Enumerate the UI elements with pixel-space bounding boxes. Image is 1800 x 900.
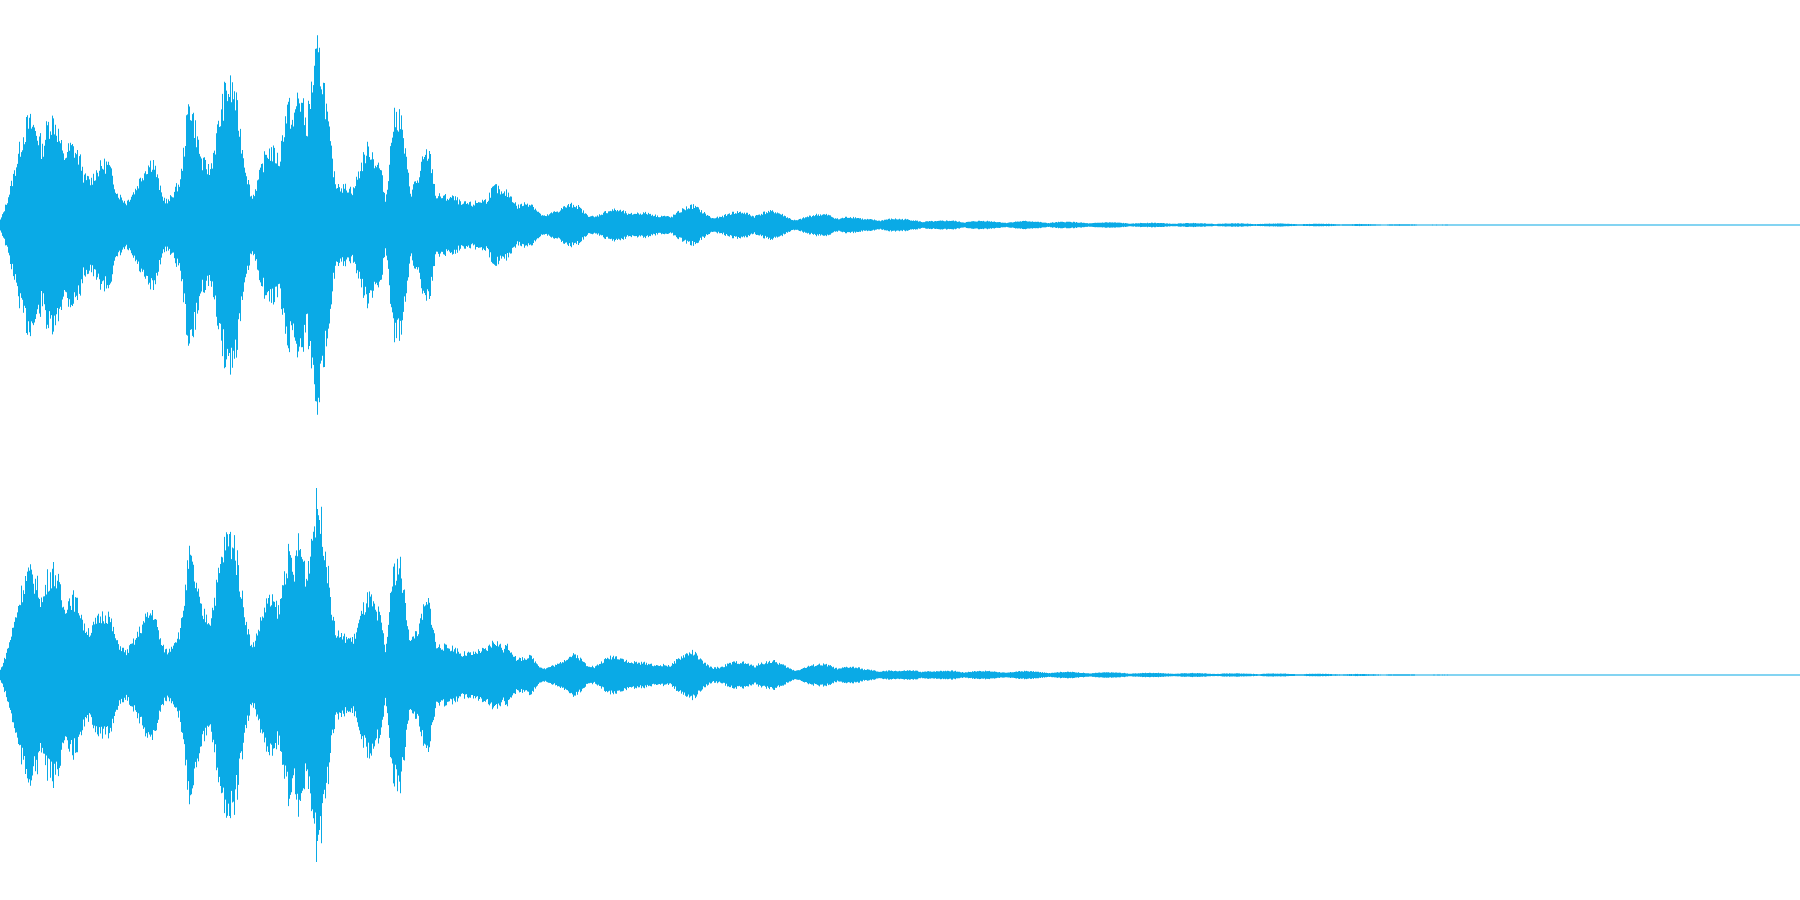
- waveform-signal: [0, 488, 1454, 862]
- waveform-channel-2: [0, 488, 1800, 862]
- waveform-signal: [0, 35, 1450, 415]
- waveform-channel-1: [0, 35, 1800, 415]
